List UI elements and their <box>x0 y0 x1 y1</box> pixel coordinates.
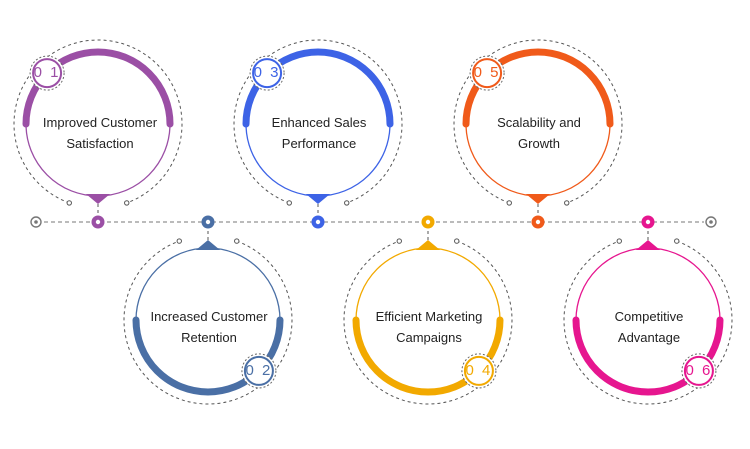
step-3-dashed-arc <box>233 39 403 204</box>
step-5-arc-end-2 <box>564 200 570 206</box>
step-4-number: 0 4 <box>465 361 493 379</box>
step-6-arc-end-1 <box>674 238 680 244</box>
step-3-title-line2: Performance <box>281 136 357 151</box>
step-2-number-badge <box>243 355 274 386</box>
step-6-title-line2: Advantage <box>617 330 681 345</box>
step-5-pointer <box>526 194 550 204</box>
step-2-arc-end-1 <box>234 238 240 244</box>
step-1-pointer <box>86 194 110 204</box>
step-3-pointer <box>306 194 330 204</box>
step-4-arc-end-2 <box>396 238 402 244</box>
step-1-arc-end-2 <box>124 200 130 206</box>
step-2-arc-end-2 <box>176 238 182 244</box>
step-3-number: 0 3 <box>253 64 281 82</box>
step-3-timeline-dot-center <box>315 219 321 225</box>
step-4-title-line1: Efficient Marketing <box>375 309 483 324</box>
step-6-number-badge <box>683 355 714 386</box>
step-1-dashed-arc <box>13 39 183 204</box>
step-4-number-badge <box>463 355 494 386</box>
step-5-number: 0 5 <box>473 64 501 82</box>
step-6-number: 0 6 <box>685 361 713 379</box>
step-4-pointer <box>416 240 440 250</box>
step-6-dashed-arc <box>563 240 733 405</box>
step-6-title-line1: Competitive <box>614 309 684 324</box>
step-2-timeline-dot-center <box>205 219 211 225</box>
step-1-number: 0 1 <box>33 64 61 82</box>
step-4-dashed-arc <box>343 240 513 405</box>
step-4-timeline-dot-center <box>425 219 431 225</box>
step-4-label: Efficient Marketing Campaigns <box>354 306 504 348</box>
step-3-accent-arc <box>242 48 394 128</box>
step-1-title-line2: Satisfaction <box>66 136 134 151</box>
step-6-pointer <box>636 240 660 250</box>
step-5-label: Scalability and Growth <box>464 112 614 154</box>
step-2-number: 0 2 <box>245 361 273 379</box>
step-2-pointer <box>196 240 220 250</box>
step-5-dashed-arc <box>453 39 623 204</box>
timeline-end-cap-dot <box>709 220 713 224</box>
step-1-timeline-dot-center <box>95 219 101 225</box>
step-5-accent-arc <box>462 48 614 128</box>
step-3-label: Enhanced Sales Performance <box>244 112 394 154</box>
step-6-accent-arc <box>572 316 724 396</box>
step-1-title-line1: Improved Customer <box>42 115 158 130</box>
step-1-label: Improved Customer Satisfaction <box>25 112 175 154</box>
step-6-label: Competitive Advantage <box>574 306 724 348</box>
step-4-title-line2: Campaigns <box>396 330 462 345</box>
step-5-arc-end-1 <box>506 200 512 206</box>
timeline-start-cap-dot <box>34 220 38 224</box>
step-5-timeline-dot-center <box>535 219 541 225</box>
step-2-label: Increased Customer Retention <box>134 306 284 348</box>
step-3-number-badge <box>252 58 283 89</box>
step-2-title-line2: Retention <box>181 330 237 345</box>
step-3-arc-end-1 <box>286 200 292 206</box>
step-3-title-line1: Enhanced Sales <box>271 115 367 130</box>
step-2-title-line1: Increased Customer <box>150 309 268 324</box>
step-5-title-line1: Scalability and <box>497 115 581 130</box>
step-2-accent-arc <box>132 316 284 396</box>
step-3-arc-end-2 <box>344 200 350 206</box>
step-1-arc-end-1 <box>66 200 72 206</box>
step-1-accent-arc <box>22 48 174 128</box>
step-2-dashed-arc <box>123 240 293 405</box>
step-4-accent-arc <box>352 316 504 396</box>
step-5-number-badge <box>472 58 503 89</box>
step-1-number-badge <box>32 58 63 89</box>
step-5-title-line2: Growth <box>518 136 560 151</box>
step-6-timeline-dot-center <box>645 219 651 225</box>
step-6-arc-end-2 <box>616 238 622 244</box>
step-4-arc-end-1 <box>454 238 460 244</box>
